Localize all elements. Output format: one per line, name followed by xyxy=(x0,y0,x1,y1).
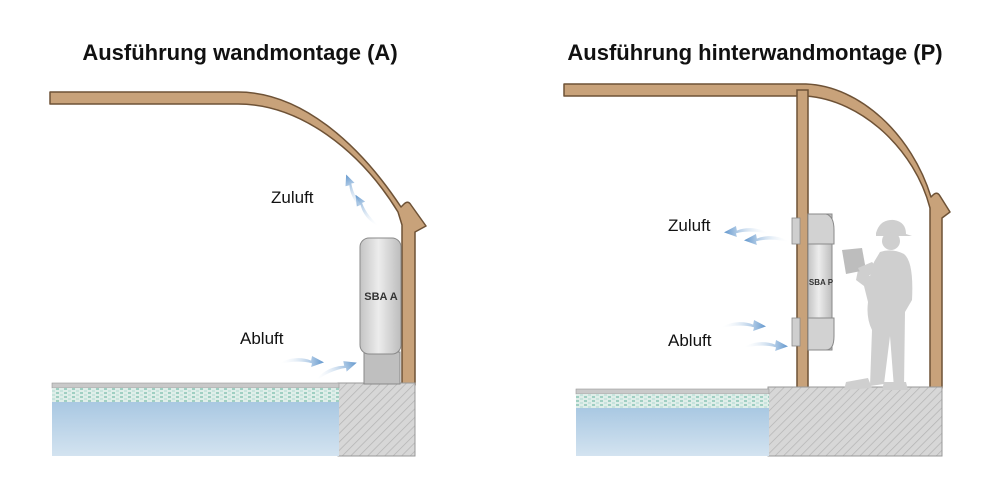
left-unit-body xyxy=(359,237,402,355)
right-pool-water xyxy=(576,408,769,456)
left-supply-label: Zuluft xyxy=(271,188,314,207)
right-unit-grille-lower xyxy=(791,317,801,347)
left-pool-water xyxy=(52,402,339,456)
airflow-arrow-icon xyxy=(720,319,766,332)
right-unit-cap-top xyxy=(807,213,835,245)
right-unit-grille-upper xyxy=(791,217,801,245)
right-unit-cap-bottom xyxy=(807,317,835,351)
left-exhaust-label: Abluft xyxy=(240,329,284,348)
left-unit-label: SBA A xyxy=(364,291,397,303)
right-supply-label: Zuluft xyxy=(668,216,711,235)
left-pool-edge xyxy=(51,382,340,389)
left-unit-base xyxy=(363,351,401,385)
right-title: Ausführung hinterwandmontage (P) xyxy=(567,40,942,65)
airflow-arrow-icon xyxy=(278,355,324,368)
left-pool-tiles xyxy=(52,388,339,402)
left-roof-structure xyxy=(49,91,427,386)
right-unit-label: SBA P xyxy=(809,278,834,287)
left-concrete-slab xyxy=(337,382,416,457)
left-panel: Ausführung wandmontage (A) SBA A Zuluft … xyxy=(49,40,427,457)
right-concrete-slab xyxy=(767,386,943,457)
right-exhaust-label: Abluft xyxy=(668,331,712,350)
airflow-arrow-icon xyxy=(724,225,770,238)
airflow-arrow-icon xyxy=(742,339,788,352)
right-pool-edge xyxy=(575,388,770,395)
person-with-tablet-icon xyxy=(842,219,913,390)
right-roof-structure xyxy=(563,83,951,389)
airflow-arrow-icon xyxy=(744,233,790,246)
right-pool-tiles xyxy=(576,394,769,408)
left-title: Ausführung wandmontage (A) xyxy=(82,40,397,65)
right-panel: Ausführung hinterwandmontage (P) SBA P Z… xyxy=(563,40,951,457)
